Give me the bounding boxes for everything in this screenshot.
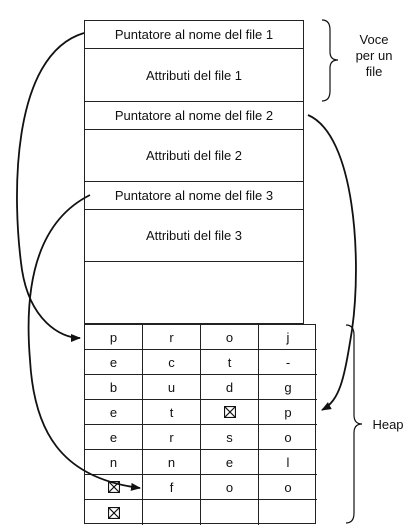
heap-cell: t: [143, 400, 201, 425]
heap-cell: o: [259, 425, 317, 450]
heap-cell: p: [85, 325, 143, 350]
heap-cell: o: [201, 475, 259, 500]
heap-cell: e: [85, 350, 143, 375]
heap-cell: t: [201, 350, 259, 375]
heap-cell: [259, 500, 317, 525]
empty-space: [84, 261, 304, 324]
entry3-pointer: Puntatore al nome del file 3: [84, 181, 304, 209]
heap-cell: n: [143, 450, 201, 475]
terminator-icon: [107, 506, 120, 519]
heap-cell: c: [143, 350, 201, 375]
entry2-pointer: Puntatore al nome del file 2: [84, 101, 304, 129]
heap-cell: r: [143, 425, 201, 450]
heap-cell: p: [259, 400, 317, 425]
heap-cell: e: [201, 450, 259, 475]
heap-brace: [345, 324, 363, 524]
terminator-icon: [223, 406, 236, 418]
entry2-attributes: Attributi del file 2: [84, 129, 304, 181]
heap-cell: [85, 475, 143, 500]
heap-cell: [201, 400, 259, 425]
heap-cell: -: [259, 350, 317, 375]
heap-cell: s: [201, 425, 259, 450]
heap-cell: o: [201, 325, 259, 350]
heap-cell: g: [259, 375, 317, 400]
entry3-attributes: Attributi del file 3: [84, 209, 304, 261]
entry-label: Voce per un file: [355, 32, 393, 79]
heap-cell: j: [259, 325, 317, 350]
heap-cell: l: [259, 450, 317, 475]
heap-cell: [143, 500, 201, 525]
heap-cell: e: [85, 400, 143, 425]
heap-cell: n: [85, 450, 143, 475]
heap-cell: [85, 500, 143, 525]
entry1-attributes: Attributi del file 1: [84, 48, 304, 101]
terminator-icon: [107, 481, 120, 493]
entry1-pointer: Puntatore al nome del file 1: [84, 20, 304, 48]
heap-cell: r: [143, 325, 201, 350]
heap-cell: e: [85, 425, 143, 450]
heap-cell: o: [259, 475, 317, 500]
entry-brace: [321, 19, 339, 102]
heap-label: Heap: [372, 417, 404, 432]
heap-cell: u: [143, 375, 201, 400]
heap-cell: [201, 500, 259, 525]
heap-cell: f: [143, 475, 201, 500]
heap-cell: d: [201, 375, 259, 400]
arrow-file1: [16, 32, 85, 342]
heap-cell: b: [85, 375, 143, 400]
